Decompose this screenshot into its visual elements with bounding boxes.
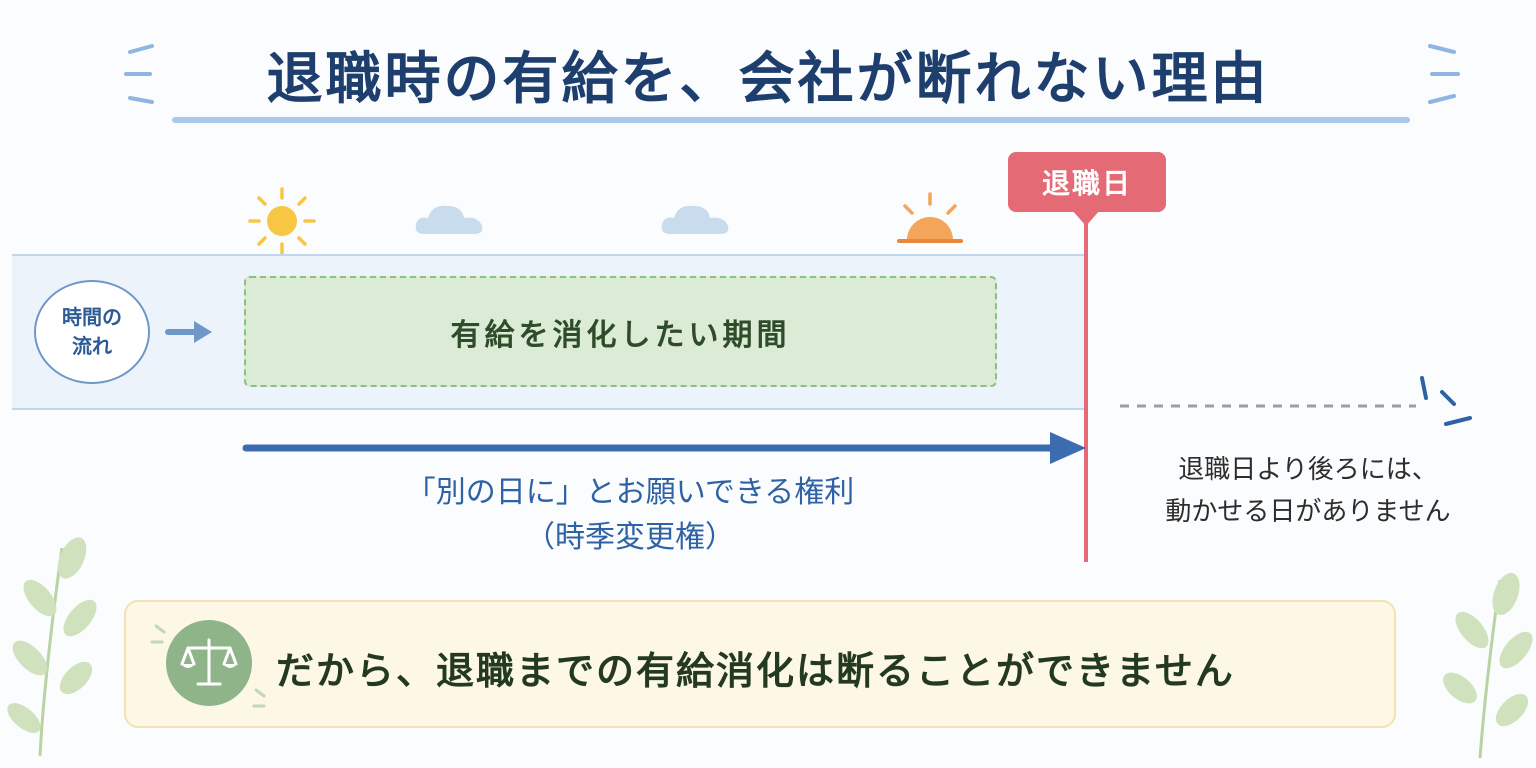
- cloud-icon: [661, 205, 729, 234]
- post-retirement-dashed-line: [1120, 404, 1416, 408]
- sun-icon: [248, 187, 316, 255]
- title-sparkle-right-icon: [1428, 44, 1460, 104]
- scale-sparkle-icon: [150, 624, 266, 708]
- no-movable-date-line1: 退職日より後ろには、: [1178, 455, 1438, 485]
- conclusion-text: だから、退職までの有給消化は断ることができません: [276, 649, 1235, 693]
- title-underline: [172, 117, 1410, 123]
- retirement-date-label: 退職日: [1008, 152, 1166, 212]
- time-change-right-text: 「別の日に」とお願いできる権利 （時季変更権）: [360, 470, 900, 560]
- emphasis-lines-icon: [1420, 376, 1472, 426]
- page-title: 退職時の有給を、会社が断れない理由: [266, 47, 1270, 112]
- no-movable-date-line2: 動かせる日がありません: [1165, 496, 1451, 527]
- cloud-icon: [415, 205, 483, 234]
- time-change-right-line2: （時季変更権）: [525, 520, 735, 555]
- time-flow-label: 時間の流れ: [62, 305, 122, 358]
- sunset-icon: [897, 192, 963, 243]
- retirement-label-pointer: [1072, 210, 1100, 226]
- leave-period-label: 有給を消化したい期間: [450, 317, 791, 353]
- time-change-right-line1: 「別の日に」とお願いできる権利: [405, 475, 855, 510]
- leaf-icon: [7, 537, 97, 757]
- time-flow-badge: 時間の流れ: [34, 280, 150, 384]
- arrow-right-icon: [165, 321, 212, 343]
- conclusion-box: [124, 600, 1396, 728]
- right-period-arrow: [242, 432, 1086, 464]
- scale-icon: [180, 638, 238, 686]
- no-movable-date-note: 退職日より後ろには、 動かせる日がありません: [1118, 450, 1498, 533]
- leaf-icon: [1443, 572, 1533, 759]
- retirement-date-line: [1084, 224, 1088, 562]
- title-sparkle-left-icon: [124, 44, 154, 104]
- leave-period-box: 有給を消化したい期間: [244, 276, 997, 387]
